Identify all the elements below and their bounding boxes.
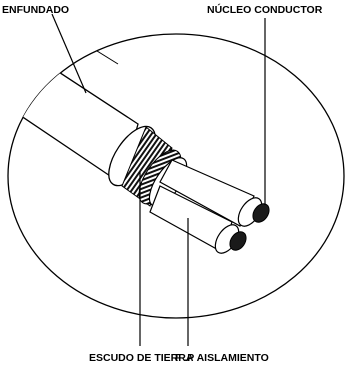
label-ground-shield: ESCUDO DE TIERRA: [89, 352, 194, 364]
label-insulation: F .P AISLAMIENTO: [175, 352, 269, 364]
label-conductor-core: NÚCLEO CONDUCTOR: [207, 3, 323, 16]
leader-sheath: [51, 13, 87, 94]
lower-conductor-core: [229, 231, 247, 251]
label-sheath: ENFUNDADO: [2, 4, 69, 16]
upper-conductor-core: [252, 203, 270, 223]
ground-shield-braid: [121, 126, 173, 207]
upper-conductor-insulation: [159, 159, 255, 227]
